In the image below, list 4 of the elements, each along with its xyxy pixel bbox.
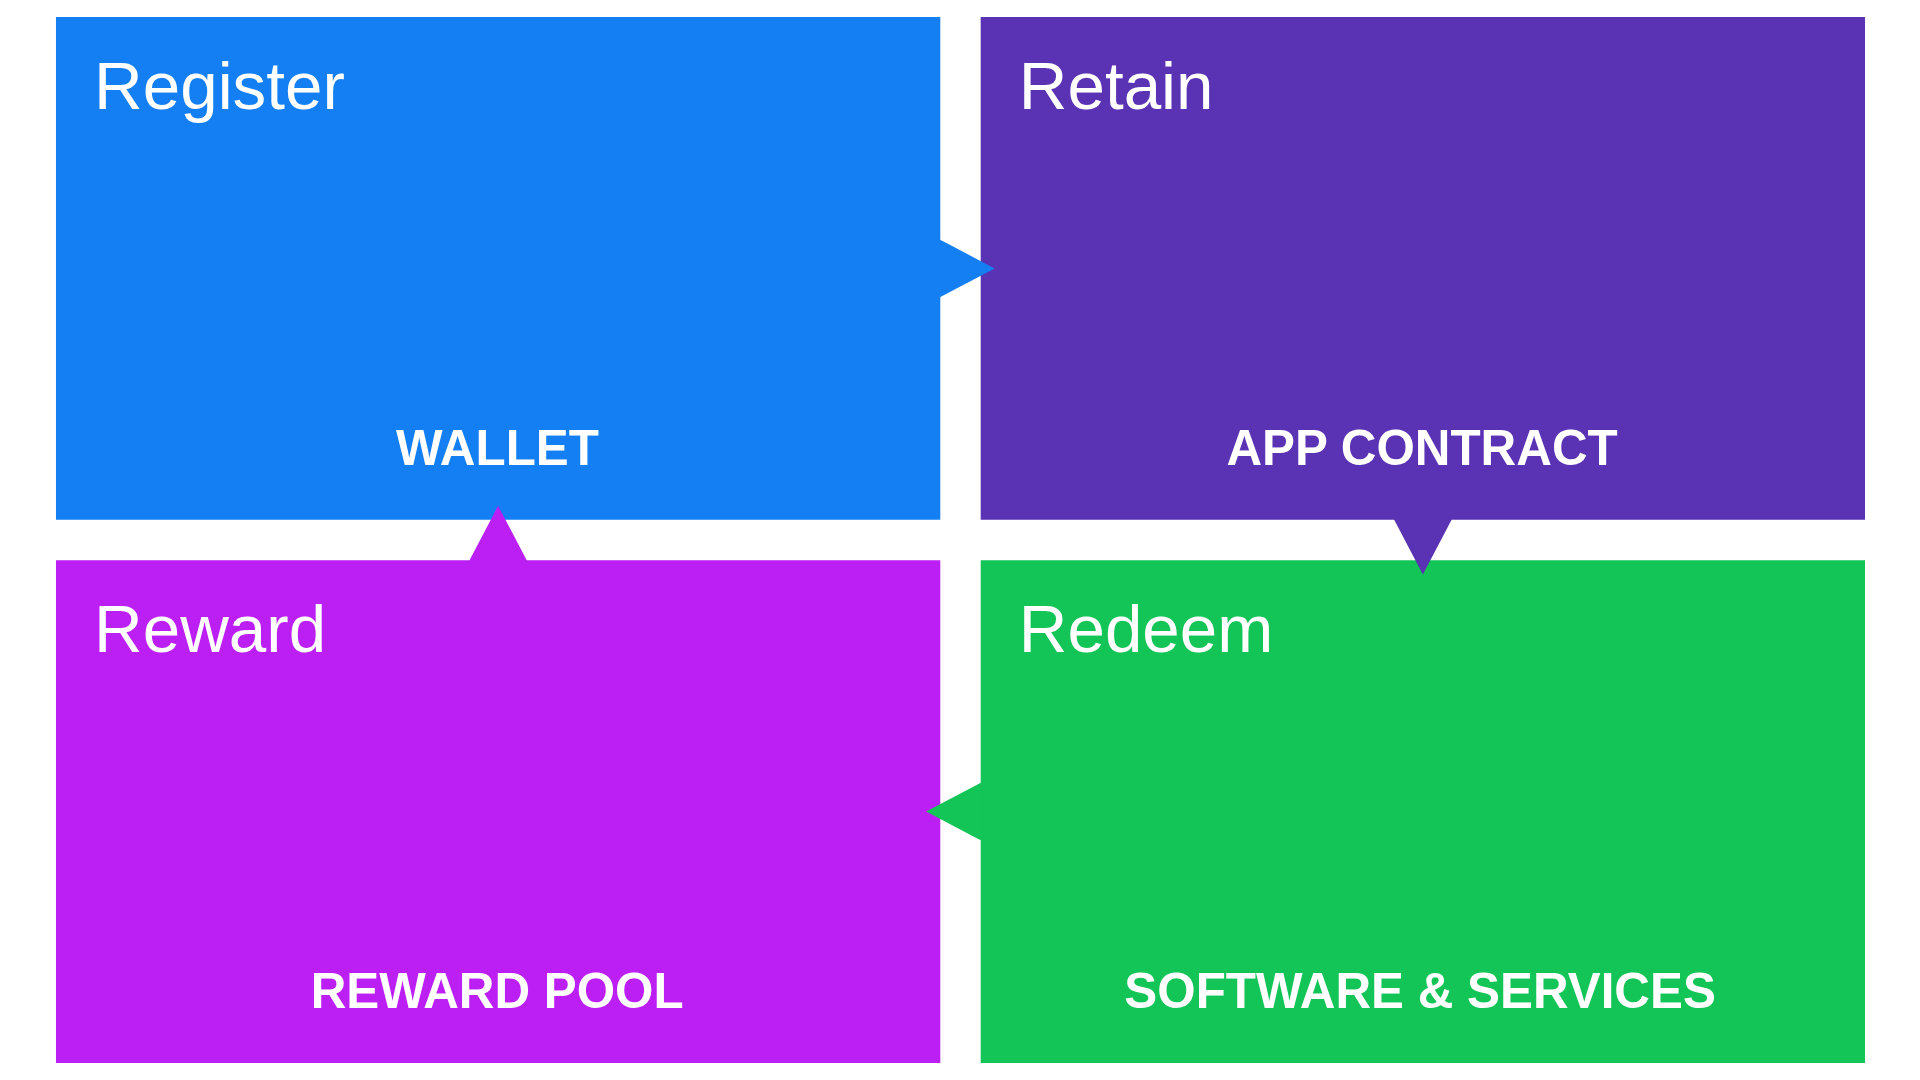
node-box: Reward REWARD POOL: [55, 560, 940, 1063]
node-box: Redeem SOFTWARE & SERVICES: [980, 560, 1865, 1063]
node-box: Register WALLET: [55, 17, 940, 520]
node-box: Retain APP CONTRACT: [980, 17, 1865, 520]
